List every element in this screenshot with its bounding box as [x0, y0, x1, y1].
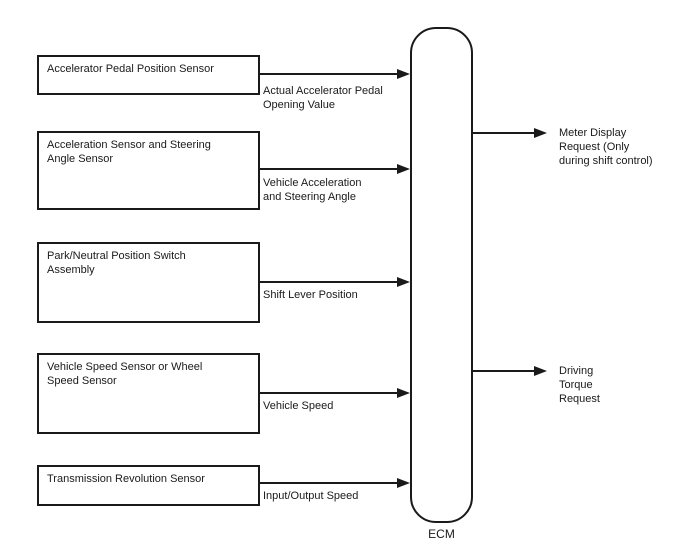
output-label-driving-torque-request: Driving Torque Request — [559, 365, 600, 405]
input-arrow-acceleration-steering — [260, 164, 410, 174]
input-arrow-accelerator-pedal — [260, 69, 410, 79]
output-arrow-meter-display-request — [473, 128, 547, 138]
arrow-shaft — [473, 132, 534, 134]
arrowhead-right-icon — [534, 366, 547, 376]
sensor-box-park-neutral-position-switch: Park/Neutral Position Switch Assembly — [37, 242, 260, 323]
signal-label-shift-lever-position: Shift Lever Position — [263, 289, 358, 301]
arrow-shaft — [260, 73, 397, 75]
ecm-label: ECM — [428, 527, 455, 541]
sensor-box-acceleration-steering-angle: Acceleration Sensor and Steering Angle S… — [37, 131, 260, 210]
sensor-box-label: Accelerator Pedal Position Sensor — [47, 63, 214, 75]
sensor-box-label: Vehicle Speed Sensor or Wheel Speed Sens… — [47, 361, 203, 387]
signal-label-input-output-speed: Input/Output Speed — [263, 490, 359, 502]
arrow-shaft — [260, 392, 397, 394]
sensor-box-label: Park/Neutral Position Switch Assembly — [47, 250, 186, 276]
signal-label-actual-accelerator-pedal-opening: Actual Accelerator Pedal Opening Value — [263, 85, 383, 111]
sensor-box-vehicle-wheel-speed: Vehicle Speed Sensor or Wheel Speed Sens… — [37, 353, 260, 434]
arrow-shaft — [260, 281, 397, 283]
output-label-meter-display-request: Meter Display Request (Only during shift… — [559, 127, 653, 167]
arrowhead-right-icon — [397, 478, 410, 488]
sensor-box-transmission-revolution: Transmission Revolution Sensor — [37, 465, 260, 506]
arrow-shaft — [473, 370, 534, 372]
input-arrow-shift-lever — [260, 277, 410, 287]
ecm-node — [410, 27, 473, 523]
signal-label-vehicle-acceleration-steering-angle: Vehicle Acceleration and Steering Angle — [263, 177, 362, 203]
output-arrow-driving-torque-request — [473, 366, 547, 376]
arrowhead-right-icon — [397, 164, 410, 174]
arrowhead-right-icon — [397, 388, 410, 398]
sensor-box-label: Transmission Revolution Sensor — [47, 473, 205, 485]
arrow-shaft — [260, 168, 397, 170]
arrow-shaft — [260, 482, 397, 484]
arrowhead-right-icon — [397, 277, 410, 287]
arrowhead-right-icon — [397, 69, 410, 79]
sensor-box-label: Acceleration Sensor and Steering Angle S… — [47, 139, 211, 165]
sensor-box-accelerator-pedal-position: Accelerator Pedal Position Sensor — [37, 55, 260, 95]
input-arrow-input-output-speed — [260, 478, 410, 488]
signal-label-vehicle-speed: Vehicle Speed — [263, 400, 334, 412]
arrowhead-right-icon — [534, 128, 547, 138]
input-arrow-vehicle-speed — [260, 388, 410, 398]
